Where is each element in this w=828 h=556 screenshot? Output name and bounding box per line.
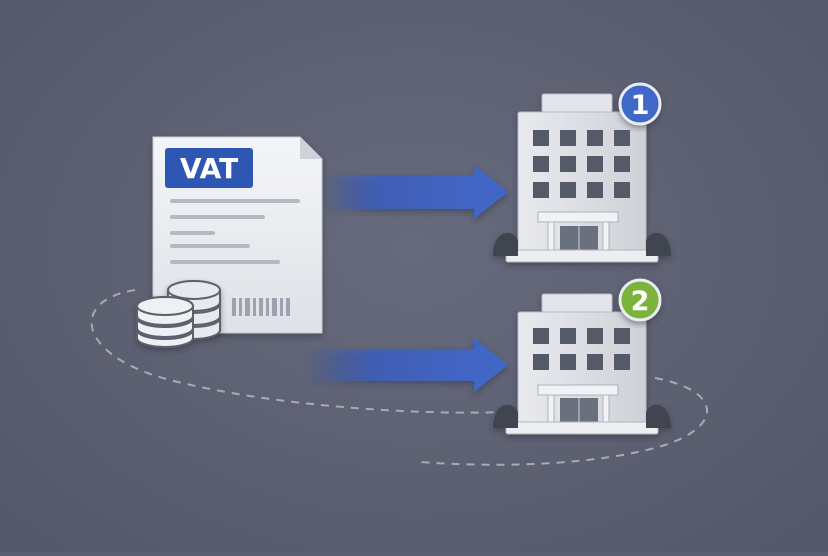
arrow-to-recipient-1 (322, 165, 508, 219)
dashed-loop (90, 289, 501, 414)
vat-label: VAT (180, 152, 238, 185)
office-building-icon (493, 93, 671, 263)
doc-line (170, 231, 215, 235)
vat-label-box (165, 148, 253, 188)
arrow-to-recipient-2 (305, 338, 508, 392)
recipient-2-badge-number: 2 (631, 286, 650, 317)
doc-line (170, 215, 265, 219)
recipient-2-badge: 2 (618, 278, 662, 322)
coin-stack-icon (136, 280, 221, 348)
dashed-loop-right (419, 377, 709, 466)
doc-line (170, 199, 300, 203)
doc-line (170, 260, 280, 264)
doc-line (170, 244, 250, 248)
office-building-icon (493, 293, 671, 435)
recipient-1-badge: 1 (618, 82, 662, 126)
barcode (232, 298, 290, 316)
recipient-1-badge-number: 1 (631, 90, 650, 121)
